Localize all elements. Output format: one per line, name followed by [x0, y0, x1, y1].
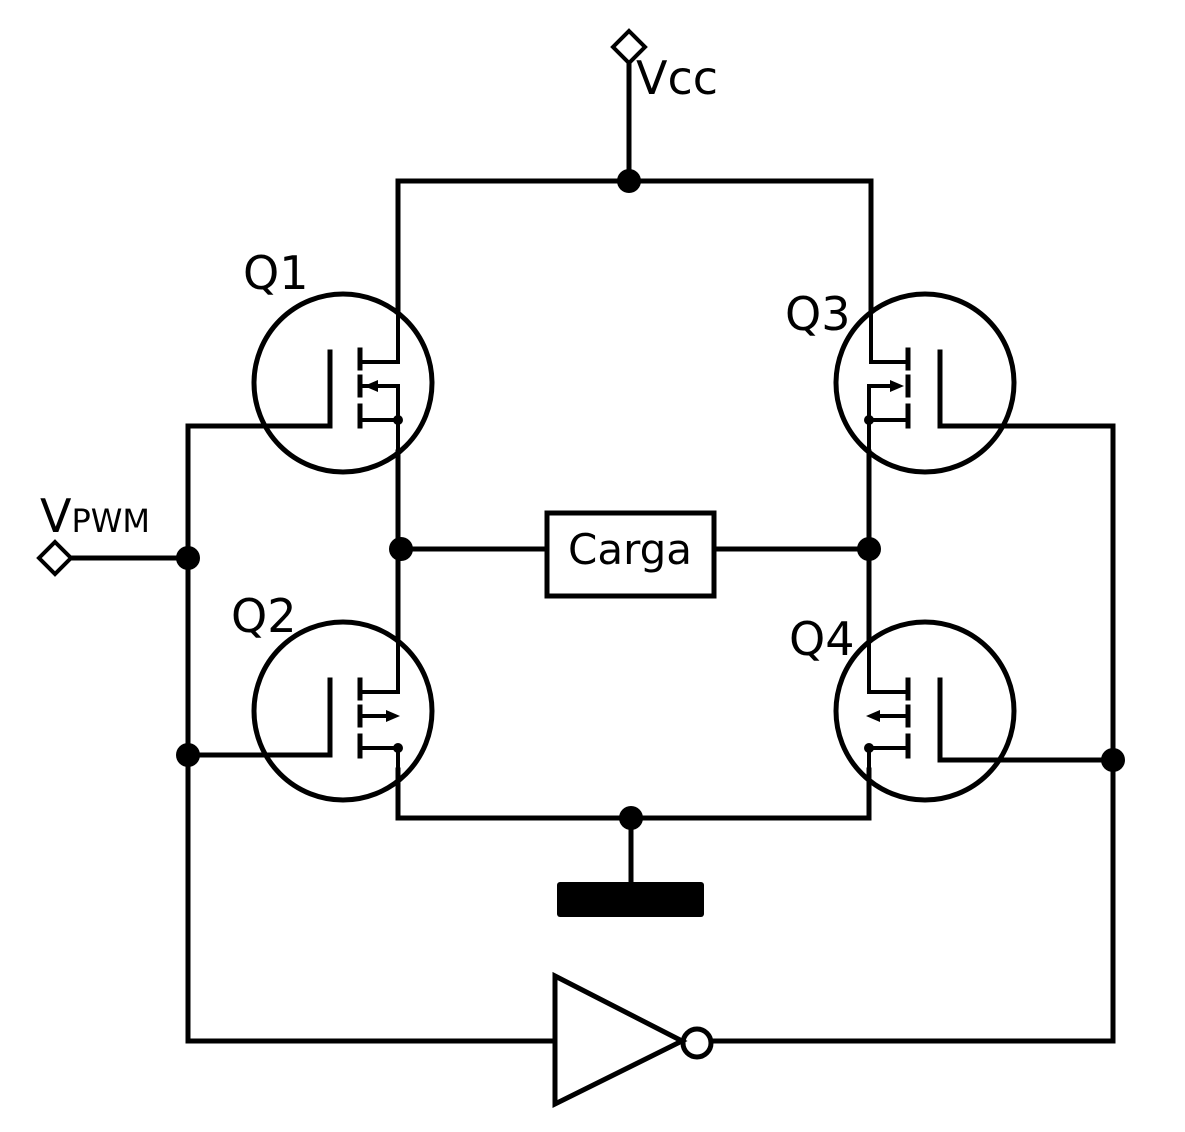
- junction-vcc: [617, 169, 641, 193]
- q2-label: Q2: [231, 589, 296, 643]
- q1-mosfet: [251, 291, 435, 475]
- junction-right-mid: [857, 537, 881, 561]
- q1-label: Q1: [243, 246, 308, 300]
- vpwm-terminal: [36, 539, 191, 577]
- q4-label: Q4: [789, 612, 854, 666]
- q3-mosfet: [833, 291, 1017, 475]
- junction-q2-gate: [176, 743, 200, 767]
- vpwm-label: VPWM: [40, 489, 150, 543]
- vpwm-label-main: V: [40, 489, 72, 543]
- vcc-terminal: [610, 28, 648, 184]
- junction-q4-gate: [1101, 748, 1125, 772]
- right-gate-bus: [710, 423, 1116, 1044]
- vpwm-label-sub: PWM: [71, 502, 150, 540]
- junction-ground: [619, 806, 643, 830]
- junction-left-mid: [389, 537, 413, 561]
- inverter-gate: [552, 971, 714, 1109]
- load-label: Carga: [568, 525, 692, 574]
- left-gate-bus: [185, 423, 558, 1044]
- vcc-label: Vcc: [636, 51, 718, 105]
- junction-dots: [176, 169, 1125, 830]
- q3-label: Q3: [785, 287, 850, 341]
- q4-mosfet: [833, 619, 1017, 803]
- load-box: [544, 510, 717, 599]
- ground-symbol: [557, 882, 704, 917]
- q2-mosfet: [251, 619, 435, 803]
- junction-vpwm: [176, 546, 200, 570]
